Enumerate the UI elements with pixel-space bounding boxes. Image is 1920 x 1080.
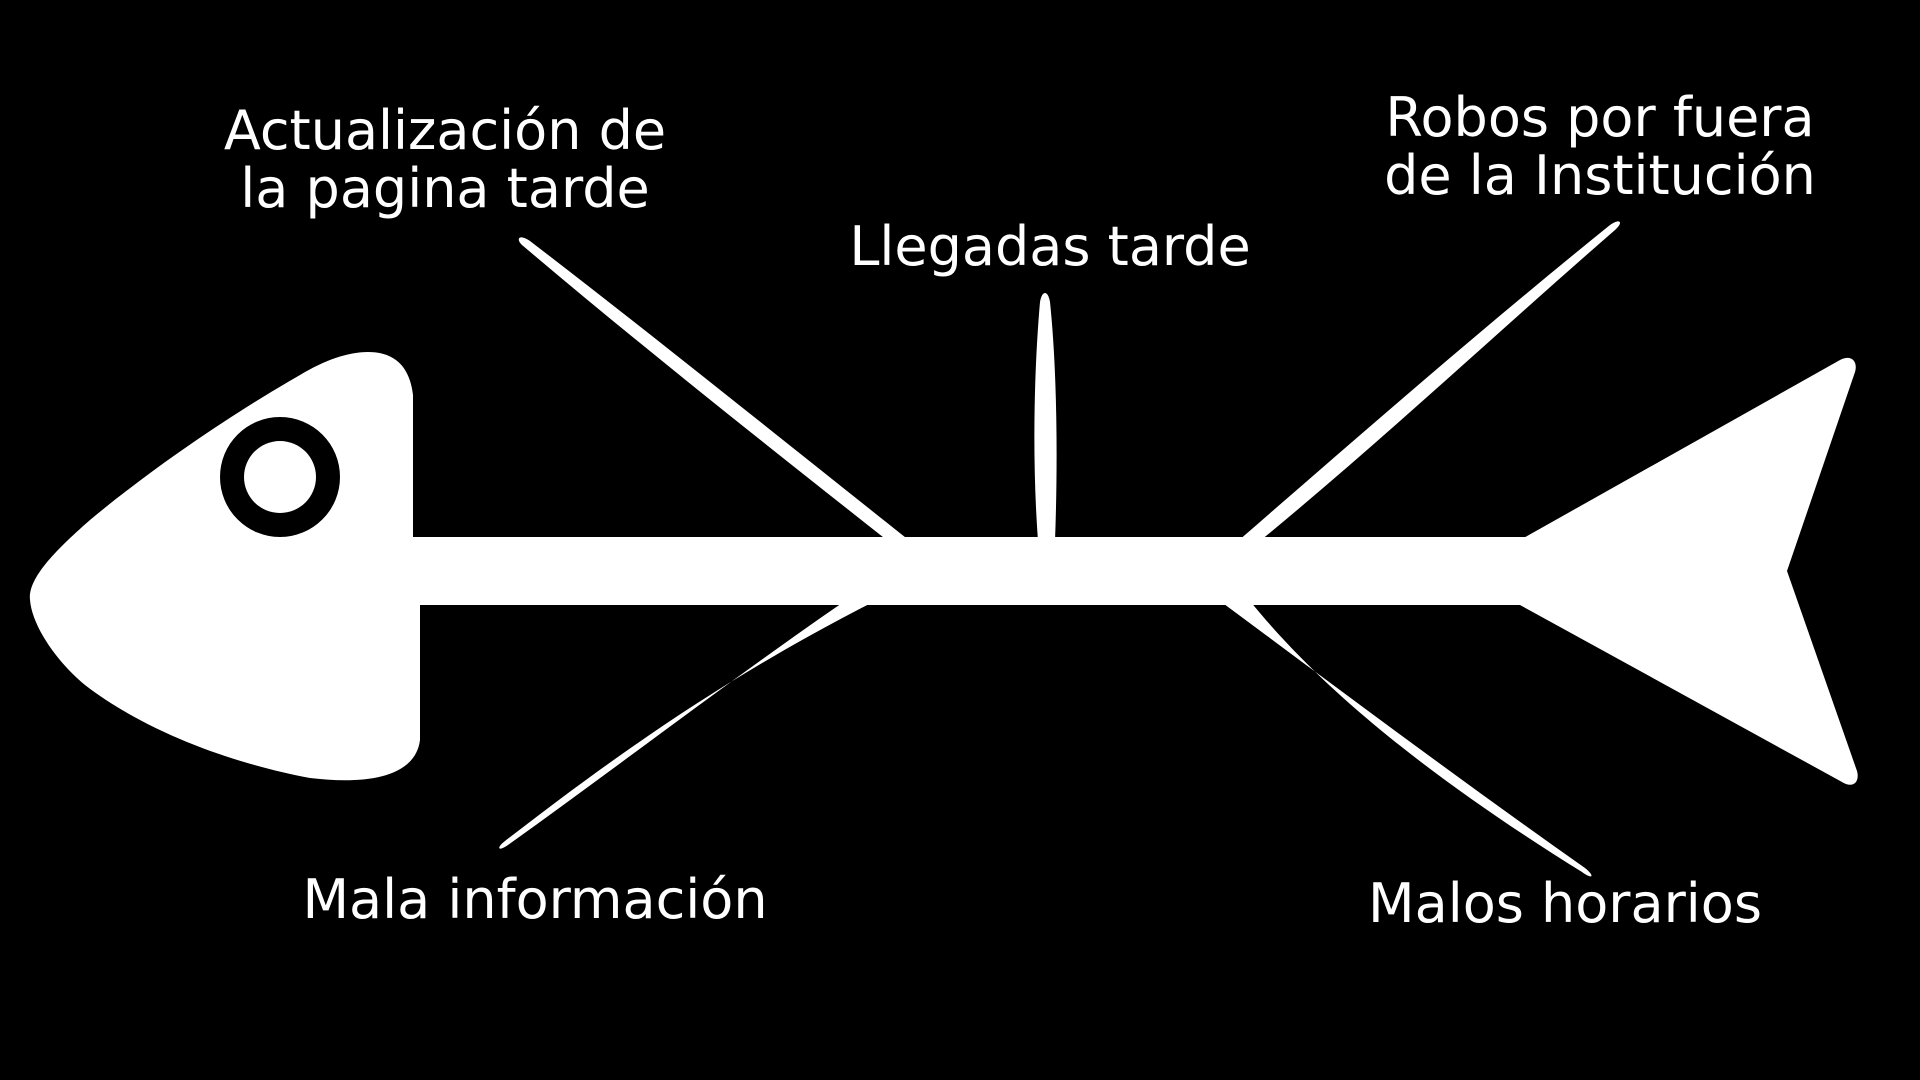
fish-spine (410, 537, 1535, 605)
cause-label-line: Mala información (302, 868, 768, 931)
bone-top-left (518, 237, 910, 541)
cause-label-top-right: Robos por fuera de la Institución (1350, 89, 1850, 205)
cause-label-line: la pagina tarde (240, 157, 650, 220)
cause-label-bottom-right: Malos horarios (1335, 875, 1795, 933)
bone-top-right (1238, 221, 1621, 541)
cause-label-line: Malos horarios (1368, 872, 1762, 935)
bone-bottom-right (1220, 601, 1592, 877)
cause-label-line: Actualización de (223, 99, 667, 162)
fish-eye-inner (244, 441, 316, 513)
fish-head (29, 352, 420, 781)
cause-label-line: de la Institución (1384, 144, 1816, 207)
cause-label-bottom-left: Mala información (270, 871, 800, 929)
cause-label-top-left: Actualización de la pagina tarde (205, 102, 685, 218)
bone-bottom-left (499, 601, 875, 849)
cause-label-line: Llegadas tarde (849, 215, 1251, 278)
fish-tail (1520, 357, 1858, 785)
cause-label-top-center: Llegadas tarde (820, 218, 1280, 276)
bone-top-center (1034, 293, 1057, 541)
cause-label-line: Robos por fuera (1385, 86, 1815, 149)
